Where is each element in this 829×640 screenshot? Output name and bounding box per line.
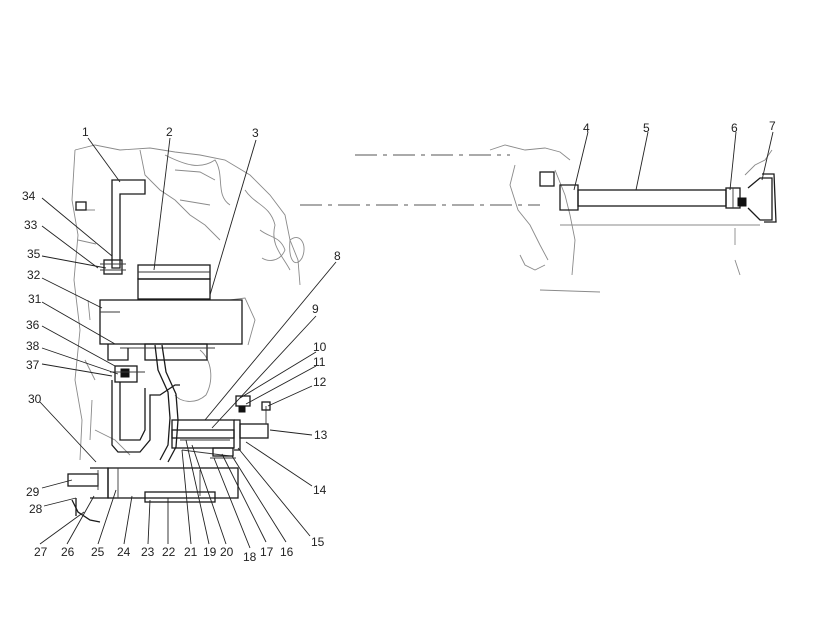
callout-30: 30 — [28, 392, 42, 406]
callout-11: 11 — [313, 355, 326, 369]
callout-14: 14 — [313, 483, 327, 497]
callout-16: 16 — [280, 545, 294, 559]
callout-21: 21 — [184, 545, 198, 559]
callout-3: 3 — [252, 126, 259, 140]
leader-lines — [39, 131, 774, 549]
callout-15: 15 — [311, 535, 325, 549]
callout-29: 29 — [26, 485, 40, 499]
callout-8: 8 — [334, 249, 341, 263]
callout-5: 5 — [643, 121, 650, 135]
callout-27: 27 — [34, 545, 48, 559]
shaft-centerline — [300, 154, 760, 226]
callout-24: 24 — [117, 545, 131, 559]
callout-18: 18 — [243, 550, 257, 564]
callout-37: 37 — [26, 358, 40, 372]
callout-38: 38 — [26, 339, 40, 353]
callout-labels: 1 2 3 4 5 6 7 8 9 10 11 12 13 14 15 16 1… — [22, 119, 776, 564]
callout-6: 6 — [731, 121, 738, 135]
callout-25: 25 — [91, 545, 105, 559]
callout-9: 9 — [312, 302, 319, 316]
pump-drive-assembly — [67, 179, 271, 523]
callout-19: 19 — [203, 545, 217, 559]
callout-26: 26 — [61, 545, 75, 559]
callout-22: 22 — [162, 545, 176, 559]
callout-35: 35 — [27, 247, 41, 261]
callout-32: 32 — [27, 268, 41, 282]
callout-20: 20 — [220, 545, 234, 559]
drive-shaft-assembly — [489, 144, 777, 293]
callout-12: 12 — [313, 375, 327, 389]
callout-28: 28 — [29, 502, 43, 516]
callout-17: 17 — [260, 545, 274, 559]
callout-2: 2 — [166, 125, 173, 139]
callout-4: 4 — [583, 121, 590, 135]
callout-23: 23 — [141, 545, 155, 559]
callout-13: 13 — [314, 428, 328, 442]
callout-31: 31 — [28, 292, 42, 306]
callout-34: 34 — [22, 189, 36, 203]
engine-housing-outline — [71, 144, 305, 461]
callout-33: 33 — [24, 218, 38, 232]
callout-36: 36 — [26, 318, 40, 332]
callout-7: 7 — [769, 119, 776, 133]
callout-1: 1 — [82, 125, 89, 139]
callout-10: 10 — [313, 340, 327, 354]
